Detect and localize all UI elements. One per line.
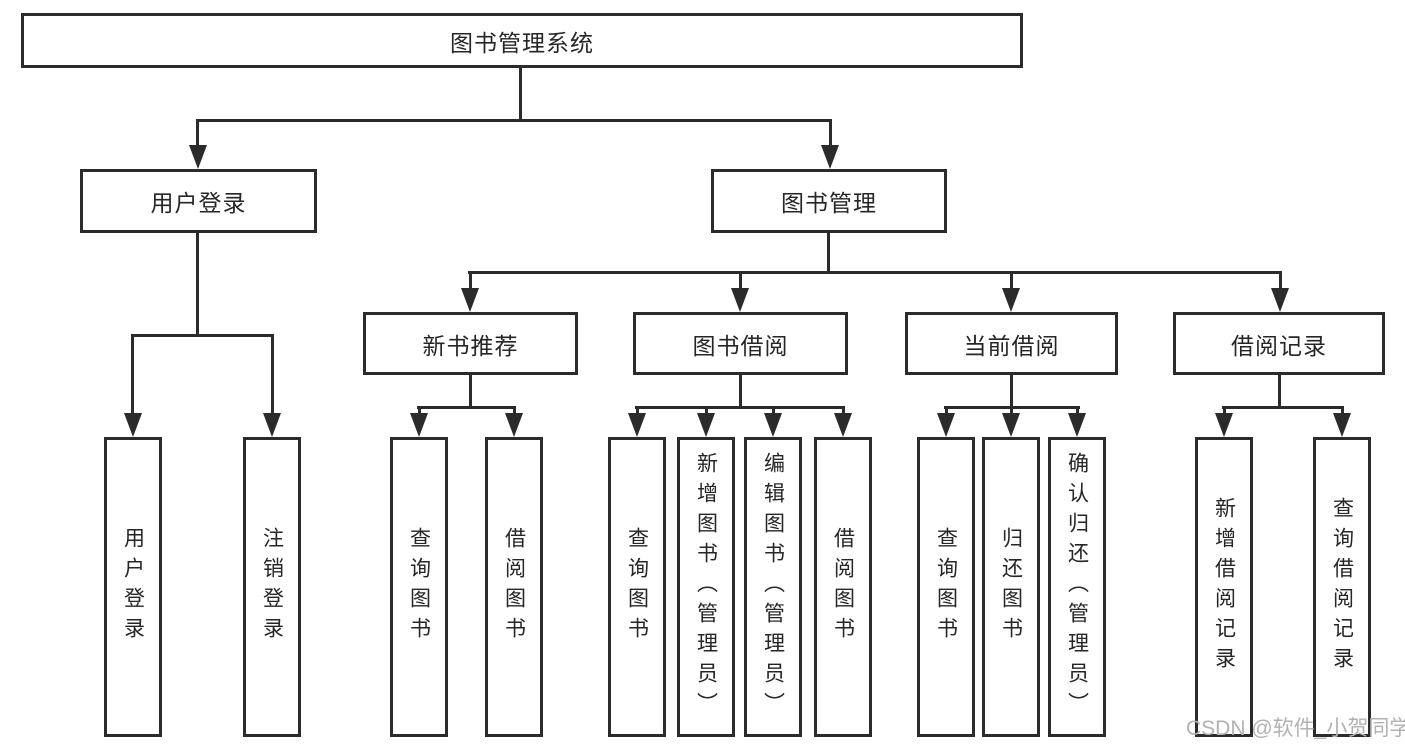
connector-line xyxy=(945,406,948,416)
connector-line xyxy=(196,119,832,122)
arrow-down-icon xyxy=(697,413,715,437)
connector-line xyxy=(469,375,472,409)
leaf-label: 查询借阅记录 xyxy=(1330,497,1354,677)
node-leaf-return-books: 归还图书 xyxy=(982,437,1040,737)
connector-line xyxy=(131,334,134,413)
arrow-down-icon xyxy=(1068,413,1086,437)
node-leaf-add-books-admin: 新增图书（管理员） xyxy=(677,437,735,737)
node-library-system: 图书管理系统 xyxy=(21,13,1023,68)
leaf-label: 新增借阅记录 xyxy=(1212,497,1236,677)
arrow-down-icon xyxy=(764,413,782,437)
connector-line xyxy=(842,406,845,416)
arrow-down-icon xyxy=(1002,288,1020,312)
leaf-label: 编辑图书（管理员） xyxy=(761,452,785,722)
connector-line xyxy=(1010,375,1013,409)
connector-line xyxy=(271,334,274,413)
leaf-label: 查询图书 xyxy=(625,527,649,647)
arrow-down-icon xyxy=(834,413,852,437)
leaf-label: 确认归还（管理员） xyxy=(1065,452,1089,722)
arrow-down-icon xyxy=(124,413,142,437)
connector-line xyxy=(1010,271,1013,291)
node-leaf-query-books-2: 查询图书 xyxy=(608,437,666,737)
connector-line xyxy=(196,233,199,337)
node-leaf-add-borrow-record: 新增借阅记录 xyxy=(1195,437,1253,737)
leaf-label: 借阅图书 xyxy=(831,527,855,647)
connector-line xyxy=(829,119,832,148)
node-book-borrow-label: 图书借阅 xyxy=(692,332,789,359)
node-user-login-label: 用户登录 xyxy=(150,190,247,216)
node-book-management: 图书管理 xyxy=(711,169,947,233)
connector-line xyxy=(131,334,274,337)
arrow-down-icon xyxy=(189,145,207,169)
arrow-down-icon xyxy=(731,288,749,312)
connector-line xyxy=(772,406,775,416)
connector-line xyxy=(739,271,742,291)
leaf-label: 归还图书 xyxy=(999,527,1023,647)
node-new-book-recommend: 新书推荐 xyxy=(363,312,578,375)
arrow-down-icon xyxy=(1271,288,1289,312)
arrow-down-icon xyxy=(410,413,428,437)
arrow-down-icon xyxy=(937,413,955,437)
node-leaf-query-books-3: 查询图书 xyxy=(917,437,975,737)
connector-line xyxy=(469,271,472,291)
node-leaf-borrow-books-2: 借阅图书 xyxy=(814,437,872,737)
connector-line xyxy=(1223,406,1226,416)
arrow-down-icon xyxy=(1002,413,1020,437)
leaf-label: 新增图书（管理员） xyxy=(694,452,718,722)
node-leaf-query-borrow-record: 查询借阅记录 xyxy=(1313,437,1371,737)
connector-line xyxy=(513,406,516,416)
arrow-down-icon xyxy=(1333,413,1351,437)
node-book-management-label: 图书管理 xyxy=(781,190,877,216)
node-leaf-confirm-return-admin: 确认归还（管理员） xyxy=(1048,437,1106,737)
connector-line xyxy=(417,406,516,409)
arrow-down-icon xyxy=(505,413,523,437)
connector-line xyxy=(827,233,830,274)
connector-line xyxy=(519,68,522,121)
connector-line xyxy=(739,375,742,409)
node-borrow-records-label: 借阅记录 xyxy=(1231,332,1327,359)
node-leaf-query-books-1: 查询图书 xyxy=(390,437,448,737)
connector-line xyxy=(1278,375,1281,409)
arrow-down-icon xyxy=(263,413,281,437)
node-current-borrow-label: 当前借阅 xyxy=(963,332,1060,359)
leaf-label: 用户登录 xyxy=(121,527,145,647)
leaf-label: 注销登录 xyxy=(260,527,284,647)
arrow-down-icon xyxy=(461,288,479,312)
leaf-label: 借阅图书 xyxy=(502,527,526,647)
connector-line xyxy=(1279,271,1282,291)
connector-line xyxy=(1076,406,1079,416)
leaf-label: 查询图书 xyxy=(934,527,958,647)
node-library-system-label: 图书管理系统 xyxy=(450,29,594,56)
node-current-borrow: 当前借阅 xyxy=(905,312,1118,375)
connector-line xyxy=(468,271,1282,274)
connector-line xyxy=(705,406,708,416)
connector-line xyxy=(196,119,199,148)
connector-line xyxy=(635,406,845,409)
arrow-down-icon xyxy=(628,413,646,437)
connector-line xyxy=(1341,406,1344,416)
node-user-login: 用户登录 xyxy=(80,169,317,233)
node-book-borrow: 图书借阅 xyxy=(633,312,848,375)
node-leaf-edit-books-admin: 编辑图书（管理员） xyxy=(744,437,802,737)
connector-line xyxy=(418,406,421,416)
node-leaf-logout: 注销登录 xyxy=(243,437,301,737)
node-borrow-records: 借阅记录 xyxy=(1173,312,1385,375)
connector-line xyxy=(636,406,639,416)
node-leaf-borrow-books-1: 借阅图书 xyxy=(485,437,543,737)
arrow-down-icon xyxy=(1215,413,1233,437)
watermark-text: CSDN @软件_小贺同学 xyxy=(1186,717,1405,740)
connector-line xyxy=(1010,406,1013,416)
connector-line xyxy=(1222,406,1344,409)
arrow-down-icon xyxy=(821,145,839,169)
leaf-label: 查询图书 xyxy=(407,527,431,647)
node-leaf-user-login: 用户登录 xyxy=(104,437,162,737)
node-new-book-recommend-label: 新书推荐 xyxy=(422,332,519,359)
